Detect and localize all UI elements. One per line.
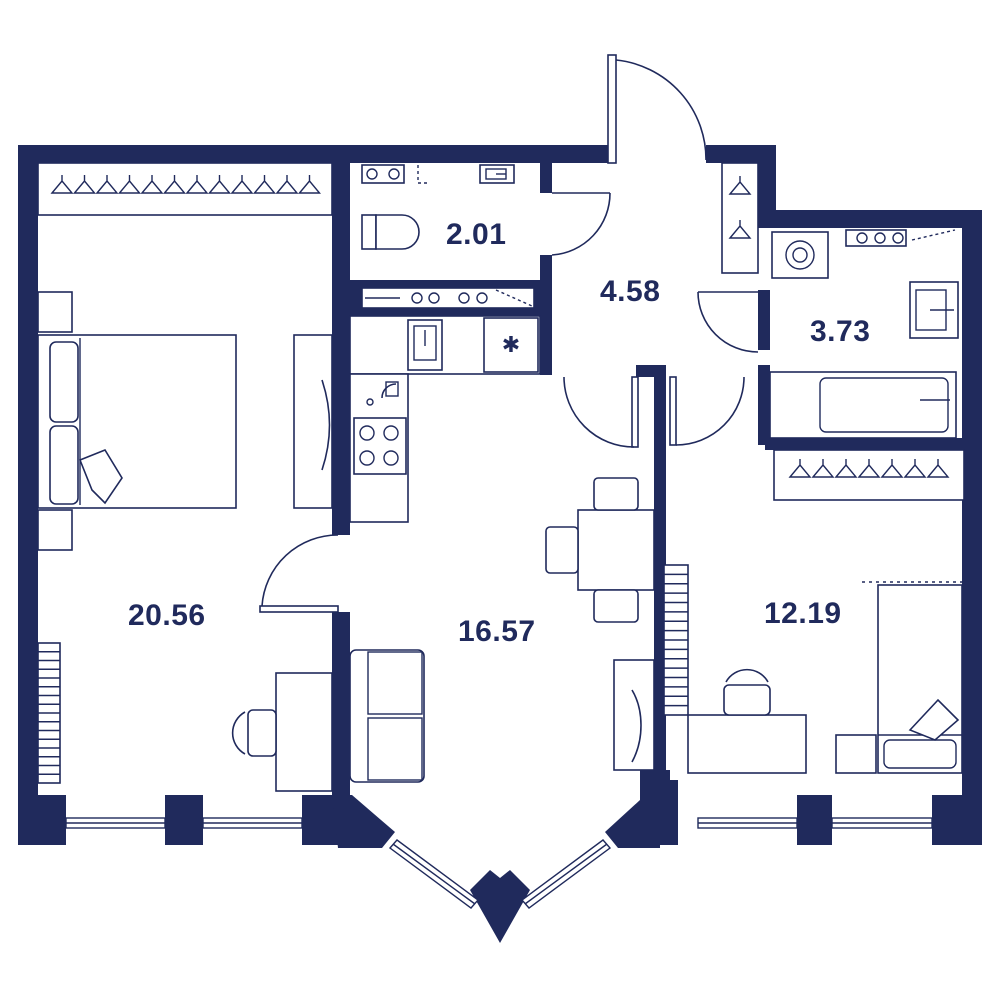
hanger-icon xyxy=(95,175,119,194)
utility-shelf xyxy=(361,287,535,309)
wardrobe xyxy=(773,449,965,501)
window-icon xyxy=(65,817,166,829)
hanger-icon xyxy=(185,175,209,194)
window-icon xyxy=(831,817,933,829)
door-icon xyxy=(697,291,759,353)
hanger-icon xyxy=(208,175,231,194)
chair-icon xyxy=(231,709,277,757)
hanger-icon xyxy=(811,459,835,478)
tv-stand xyxy=(293,334,333,509)
desk-icon xyxy=(687,714,807,774)
area-label-bedroom-right: 12.19 xyxy=(764,597,842,630)
tv-stand xyxy=(613,659,655,771)
fridge-icon: ✱ xyxy=(483,317,539,373)
stove-icon xyxy=(353,417,407,475)
hanger-icon xyxy=(834,459,858,478)
area-label-bedroom-left: 20.56 xyxy=(128,599,206,632)
hanger-icon xyxy=(903,459,927,478)
doors xyxy=(259,54,759,613)
nightstand xyxy=(37,509,73,551)
hanger-icon xyxy=(926,459,950,478)
window-icon xyxy=(697,817,798,829)
hall-furniture xyxy=(721,162,759,274)
bed-icon xyxy=(877,584,963,774)
hanger-icon xyxy=(728,176,752,239)
washing-machine-icon xyxy=(361,164,405,184)
door-icon xyxy=(669,376,745,446)
door-icon xyxy=(563,376,639,448)
window-icon xyxy=(520,839,612,909)
area-label-bathroom: 3.73 xyxy=(810,315,871,348)
radiator-icon xyxy=(37,642,61,784)
hanger-icon xyxy=(163,175,186,194)
hanger-icon xyxy=(275,175,299,194)
window-icon xyxy=(202,817,303,829)
hanger-icon xyxy=(253,175,276,194)
hanger-icon xyxy=(118,175,141,194)
dining-table-icon xyxy=(545,477,655,623)
area-label-hallway: 4.58 xyxy=(600,275,661,308)
bedroom-left-furniture xyxy=(37,162,333,792)
sink-icon xyxy=(407,319,443,371)
radiator-icon xyxy=(663,564,689,716)
desk-icon xyxy=(275,672,333,792)
hanger-icon xyxy=(298,175,321,194)
bedroom-right-furniture xyxy=(663,449,965,774)
toilet-icon xyxy=(361,214,420,250)
hanger-icon xyxy=(230,175,254,194)
door-icon xyxy=(607,54,707,164)
hanger-icon xyxy=(857,459,881,478)
washing-machine-icon xyxy=(771,231,829,279)
hanger-icon xyxy=(73,175,96,194)
bathroom-furniture xyxy=(769,229,959,439)
coffee-machine xyxy=(366,381,399,406)
hanger-icon xyxy=(140,175,164,194)
walls xyxy=(18,145,982,943)
area-label-kitchen-living: 16.57 xyxy=(458,615,536,648)
svg-text:✱: ✱ xyxy=(502,333,520,358)
windows xyxy=(65,817,933,909)
hanger-icon xyxy=(880,459,904,478)
window-icon xyxy=(388,839,480,909)
bed-icon xyxy=(37,334,237,509)
door-icon xyxy=(551,192,611,256)
wardrobe xyxy=(37,162,333,216)
area-label-toilet: 2.01 xyxy=(446,218,507,251)
door-icon xyxy=(259,534,339,613)
toilet-furniture xyxy=(361,164,515,250)
hanger-row xyxy=(50,175,321,194)
chair-icon xyxy=(723,668,771,716)
bathtub-icon xyxy=(769,371,957,439)
sink-icon xyxy=(479,164,515,184)
kitchen-furniture: ✱ xyxy=(349,315,655,783)
hanger-row xyxy=(788,459,950,478)
hanger-icon xyxy=(50,175,74,194)
sink-icon xyxy=(909,281,959,339)
hanger-icon xyxy=(788,459,812,478)
nightstand xyxy=(37,291,73,333)
sofa-icon xyxy=(349,649,425,783)
nightstand xyxy=(835,734,877,774)
